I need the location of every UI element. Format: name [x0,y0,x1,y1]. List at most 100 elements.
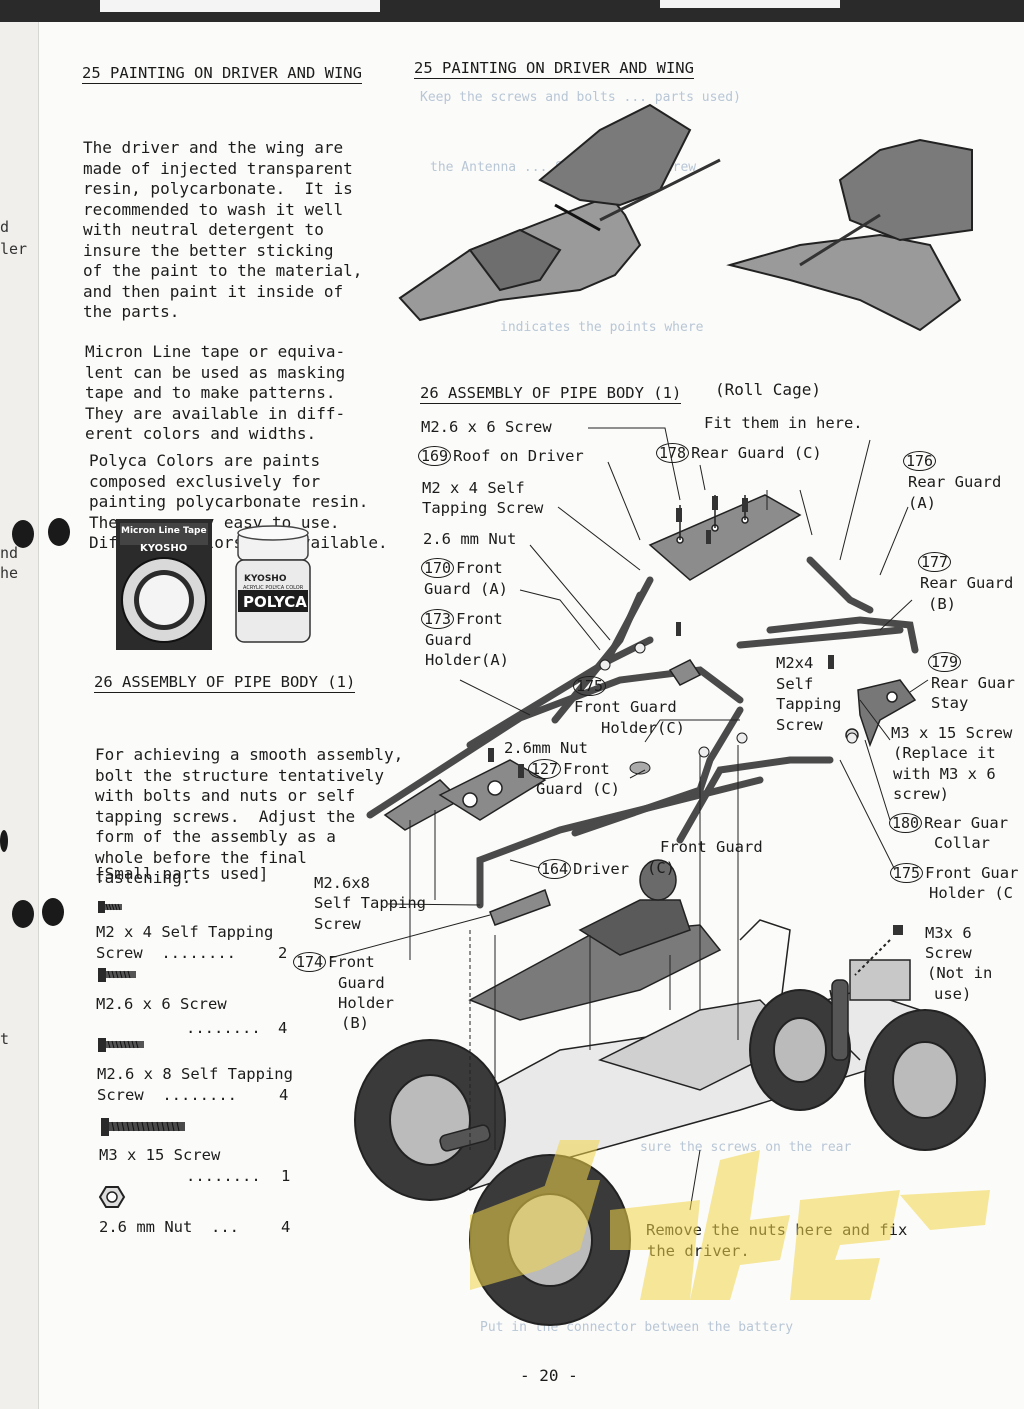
callout-175-upper: 175 [573,676,608,697]
callout-remove-nuts-b: the driver. [647,1242,750,1260]
callout-173-c: Holder(A) [425,651,509,669]
m26x8-screw-icon [98,1038,144,1052]
part-m26x8-dots: Screw ........ [97,1086,237,1104]
callout-m2x4-self-c: Tapping [776,695,842,713]
section-title-painting: 25 PAINTING ON DRIVER AND WING [82,64,362,84]
part-m3x15-qty: 1 [281,1167,291,1185]
callout-m26x8-b: Self Tapping [314,894,426,912]
jar-subtext: ACRYLIC POLYCA COLOR [243,585,304,591]
part-m26x6-qty: 4 [278,1019,288,1037]
nut-icon [98,1186,126,1208]
jar-name: POLYCA [243,593,307,611]
edge-fragment: ler [0,240,28,258]
callout-174-d: (B) [341,1014,369,1032]
painting-paragraph-2: Micron Line tape or equiva-lent can be u… [85,342,346,443]
callout-176: 176 [903,451,938,472]
part-m26x6-dots: ........ [186,1019,261,1037]
roof-on-driver-part [648,494,802,581]
shock-absorbers [439,979,849,1152]
edge-fragment: nd [0,544,19,562]
callout-m2x4-self-d: Screw [776,716,823,734]
callout-m26x8-c: Screw [314,915,361,933]
roll-cage-subtitle: (Roll Cage) [715,380,821,399]
callout-fit-here: Fit them in here. [704,414,863,432]
callout-26mm-nut: 2.6mm Nut [504,739,588,757]
callout-175-lower-sub: Holder (C [929,884,1013,902]
callout-180-sub: Collar [934,834,990,852]
callout-m26x8-a: M2.6x8 [314,874,370,892]
punch-hole [48,518,70,546]
callout-176-sub: (A) [908,494,936,512]
section-title-assembly: 26 ASSEMBLY OF PIPE BODY (1) [94,673,356,693]
edge-fragment: t [0,1030,10,1048]
callout-177-label: Rear Guard [920,574,1014,592]
callout-175-upper-sub: Holder(C) [601,719,685,737]
callout-leaders [329,427,929,1211]
punch-hole [42,898,64,926]
section-title-assembly-right: 26 ASSEMBLY OF PIPE BODY (1) [420,384,682,404]
callout-176-label: Rear Guard [908,473,1002,491]
driver-body-painting-illustration [398,103,721,322]
callout-179: 179 [928,652,963,673]
tape-label: Micron Line Tape [121,526,207,536]
part-m3x15-dots: ........ [186,1167,261,1185]
small-parts-title: [Small parts used] [95,864,269,883]
callout-m3x15-a: M3 x 15 Screw [891,724,1013,742]
callout-m2x4-self-b: Self [776,675,814,693]
callout-m26x6-screw: M2.6 x 6 Screw [421,418,552,436]
m26x6-screw-icon [98,968,136,982]
callout-127-sub: Guard (C) [536,780,620,798]
driver-and-tray-part [468,859,722,1021]
part-m2x4-name: M2 x 4 Self Tapping [96,923,274,941]
callout-173-b: Guard [425,631,472,649]
callout-m3x15-b: (Replace it [893,744,996,762]
part-m26x8-name: M2.6 x 8 Self Tapping [97,1065,293,1083]
callout-m2x4-screw-b: Tapping Screw [422,499,544,517]
part-m3x15-name: M3 x 15 Screw [99,1146,221,1164]
left-binding-strip [0,22,39,1409]
part-m26x8-qty: 4 [279,1086,289,1104]
callout-177: 177 [918,552,953,573]
callout-175-upper-label: Front Guard [574,698,677,716]
section-title-painting-right: 25 PAINTING ON DRIVER AND WING [414,59,694,79]
callout-m3x6-b: Screw [925,944,972,962]
part-nut-name: 2.6 mm Nut ... [99,1218,239,1236]
part-m2x4-qty: 2 [278,944,288,962]
callout-m2x4-self-a: M2x4 [776,654,814,672]
callout-front-guard-c: Front Guard [660,838,763,856]
punch-hole [12,900,34,928]
edge-fragment: he [0,564,19,582]
callout-174-b: Guard [338,974,385,992]
callout-front-guard-c-sub: (C) [647,859,675,877]
tires [354,989,986,1326]
punch-hole [12,520,34,548]
jar-brand: KYOSHO [244,574,287,584]
callout-m3x6-d: use) [934,985,972,1003]
top-scan-band [0,0,1024,22]
callout-m3x15-d: screw) [893,785,949,803]
callout-179-sub: Stay [931,694,969,712]
tape-brand: KYOSHO [140,543,188,554]
callout-174-c: Holder [338,994,394,1012]
callout-m3x6-c: (Not in [927,964,993,982]
callout-m3x15-c: with M3 x 6 [893,765,996,783]
callout-177-sub: (B) [928,595,956,613]
callout-m2x4-screw: M2 x 4 Self [422,479,525,497]
part-m26x6-name: M2.6 x 6 Screw [96,995,227,1013]
punch-hole [0,830,8,852]
callout-remove-nuts: Remove the nuts here and fix [646,1221,908,1239]
callout-m3x6-a: M3x 6 [925,924,972,942]
edge-fragment: d [0,218,10,236]
callout-179-label: Rear Guar [931,674,1015,692]
